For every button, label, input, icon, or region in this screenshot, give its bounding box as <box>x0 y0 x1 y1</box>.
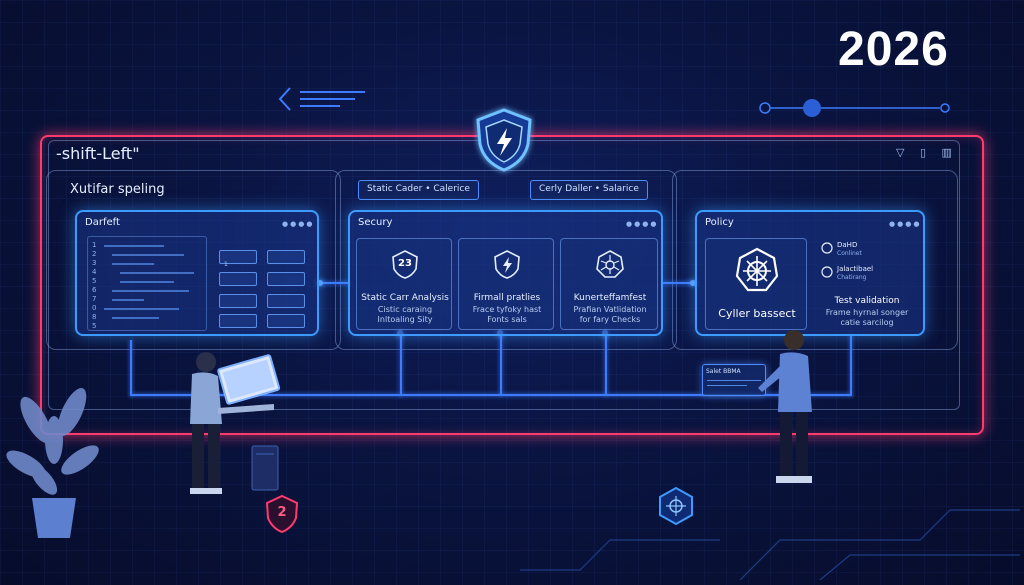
kubernetes-icon <box>596 250 624 278</box>
kubernetes-card[interactable]: Kunerteffamfest Prafian Vatlidation for … <box>560 238 658 330</box>
widget-box[interactable] <box>267 250 305 264</box>
widget-box[interactable] <box>219 272 257 286</box>
card-line: Prafian Vatlidation <box>573 305 647 314</box>
group-title: Xutifar speling <box>70 182 165 197</box>
security-group <box>335 170 677 350</box>
security-shield-icon <box>476 108 532 172</box>
widget-box[interactable] <box>267 272 305 286</box>
widget-box[interactable]: 1 <box>219 250 257 268</box>
widget-box[interactable] <box>219 314 257 328</box>
panel-menu-icon[interactable]: ●●●● <box>626 220 659 228</box>
frame-controls-icon[interactable]: ▽ ▯ ▥ <box>896 146 958 159</box>
connector-line <box>400 330 402 396</box>
connector-line <box>130 340 132 396</box>
policy-panel[interactable]: Policy ●●●● Cyller bassect DaHD Conlinet… <box>695 210 925 336</box>
connector-line <box>605 330 607 396</box>
card-line: Frace tyfoky hast <box>472 305 542 314</box>
connector-line <box>318 282 350 284</box>
panel-menu-icon[interactable]: ●●●● <box>282 220 315 228</box>
static-scanner-chip[interactable]: Static Cader • Calerice <box>358 180 479 200</box>
shield-bolt-icon <box>494 250 520 279</box>
card-line: Fonts sals <box>487 315 527 324</box>
badge-number: 23 <box>398 258 412 269</box>
policy-line: Frame hyrnal songer <box>825 308 909 317</box>
firewall-card[interactable]: Firmall pratlies Frace tyfoky hast Fonts… <box>458 238 554 330</box>
server-icon <box>251 445 279 491</box>
widget-box[interactable] <box>267 314 305 328</box>
circuit-decoration-icon <box>759 99 950 117</box>
policy-title: Policy <box>705 217 734 228</box>
card-line: Inltoaling Sity <box>377 315 433 324</box>
policy-engine-card[interactable]: Cyller bassect <box>705 238 807 330</box>
early-detector-chip[interactable]: Cerly Daller • Salarice <box>530 180 648 200</box>
status-icon <box>821 266 833 278</box>
policy-engine-label: Cyller bassect <box>718 307 796 320</box>
static-analysis-card[interactable]: 23 Static Carr Analysis Cistic caraing I… <box>356 238 452 330</box>
code-lines-icon <box>104 245 194 319</box>
plant-illustration <box>6 388 99 538</box>
card-title: Firmall pratlies <box>473 293 541 303</box>
security-panel[interactable]: Secury ●●●● 23 Static Carr Analysis Cist… <box>348 210 663 336</box>
reviewer-person-illustration <box>758 330 812 483</box>
widget-box[interactable] <box>219 294 257 308</box>
policy-group <box>672 170 958 350</box>
helm-icon <box>735 247 779 292</box>
security-title: Secury <box>358 217 393 228</box>
devleft-title: Darfeft <box>85 217 120 228</box>
alert-badge-number: 2 <box>277 505 287 520</box>
policy-subtitle: Test validation <box>834 296 900 306</box>
panel-menu-icon[interactable]: ●●●● <box>889 220 922 228</box>
card-title: Kunerteffamfest <box>573 293 647 303</box>
development-group <box>46 170 341 350</box>
frame-title: -shift-Left" <box>56 144 140 163</box>
connector-node <box>690 280 696 286</box>
policy-line: catie sarcilog <box>840 318 894 327</box>
developer-person-illustration <box>190 352 281 494</box>
floating-report-card[interactable]: Salet BBMA <box>702 364 766 396</box>
connector-line <box>662 282 696 284</box>
connector-line <box>130 394 852 396</box>
card-line: for fary Checks <box>579 315 641 324</box>
year-heading: 2026 <box>838 23 949 76</box>
helm-hex-icon <box>659 486 693 526</box>
status-icon <box>821 242 833 254</box>
card-line: Cistic caraing <box>377 305 433 314</box>
widget-box[interactable] <box>267 294 305 308</box>
card-title: Static Carr Analysis <box>361 293 449 303</box>
connector-line <box>850 334 852 396</box>
alert-badge-icon <box>265 494 299 534</box>
badge-icon <box>392 250 418 279</box>
arrow-lines-icon <box>278 87 365 111</box>
circuit-decoration-icon <box>520 509 1020 580</box>
connector-node <box>317 280 323 286</box>
connector-line <box>500 330 502 396</box>
